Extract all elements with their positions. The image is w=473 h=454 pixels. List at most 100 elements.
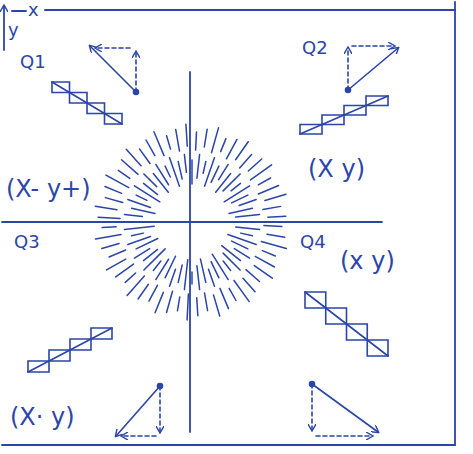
vector-arrow [116, 386, 160, 436]
vector-dot [158, 384, 163, 389]
radial-dash [126, 149, 141, 165]
radial-dash [165, 166, 170, 177]
component-arrow [311, 384, 313, 430]
radial-dash [216, 174, 231, 193]
radial-dash [95, 206, 117, 210]
radial-dash [240, 155, 252, 168]
quadrant-label: Q1 [20, 52, 46, 72]
staircase [305, 292, 388, 356]
radial-dash [153, 174, 168, 193]
radial-dash [156, 164, 169, 184]
radial-dash [232, 241, 248, 249]
radial-dash [212, 128, 219, 153]
component-arrow [159, 386, 161, 432]
radial-dash [125, 273, 135, 282]
radial-dash [258, 178, 270, 185]
radial-dash [239, 200, 256, 206]
radial-dash [134, 249, 149, 259]
radial-dash [230, 221, 254, 223]
radial-dash [178, 162, 182, 180]
staircase [52, 82, 122, 124]
staircase [28, 328, 112, 372]
radial-dash [195, 132, 197, 150]
radial-dash [222, 246, 241, 261]
vector-dot [310, 382, 315, 387]
radial-dash [204, 293, 207, 311]
radial-dash [228, 235, 256, 245]
axis-label: y [8, 20, 19, 40]
radial-dash [165, 256, 175, 278]
staircase [28, 328, 112, 372]
vector-arrow [312, 384, 378, 432]
axis-label: x [28, 0, 39, 20]
radial-dash [184, 154, 186, 172]
quadrant-label: Q4 [300, 232, 326, 252]
radial-dash [132, 233, 144, 236]
radial-dash [116, 264, 134, 277]
radial-dash [254, 266, 272, 279]
staircase-diagonal [28, 328, 112, 372]
radial-dash [167, 291, 173, 312]
radial-dash [154, 132, 164, 156]
radial-dash [250, 165, 271, 180]
radial-dash [170, 269, 176, 286]
staircase [300, 96, 388, 134]
coordinate-sign-label: (x y) [340, 248, 395, 274]
radial-dash [118, 170, 129, 178]
radial-dash [155, 292, 163, 312]
radial-dash [209, 269, 215, 286]
radial-dash [176, 129, 180, 151]
component-arrow [96, 47, 130, 49]
staircase-diagonal [305, 292, 388, 356]
radial-dash [200, 259, 205, 282]
radial-dash [223, 174, 240, 191]
radial-dash [211, 166, 219, 182]
coordinate-sign-label: (X· y) [10, 404, 75, 430]
radial-dash [229, 288, 236, 300]
radial-dash [130, 221, 148, 223]
radial-dash [191, 272, 193, 284]
radial-dash [267, 234, 285, 237]
radial-dash [262, 251, 275, 256]
radial-dash [149, 285, 158, 301]
component-arrow [347, 48, 349, 90]
radial-dash [128, 237, 151, 245]
vector-arrow [90, 46, 136, 92]
radial-dash [156, 259, 169, 279]
vector-arrow [348, 48, 398, 90]
radial-dash [197, 154, 200, 178]
radial-dash [234, 280, 249, 301]
radial-dash [263, 206, 281, 209]
radial-dash [264, 225, 282, 227]
radial-dash [132, 208, 155, 213]
radial-dash [231, 183, 240, 190]
radial-dash [236, 142, 249, 160]
radial-dash [221, 139, 226, 152]
radial-dash [184, 260, 187, 290]
radial-dash [248, 159, 261, 171]
radial-dash [146, 140, 155, 156]
radial-dash [229, 208, 252, 213]
component-arrow [352, 45, 394, 47]
radial-dash [105, 198, 122, 203]
radial-dash [226, 139, 237, 158]
component-arrow [135, 52, 137, 92]
staircase [52, 82, 122, 124]
radial-dash [122, 160, 138, 175]
radial-dash [197, 266, 200, 290]
staircase-diagonal [300, 96, 388, 134]
radial-dash [197, 298, 198, 316]
quadrant-label: Q2 [302, 38, 328, 58]
radial-dash [105, 187, 122, 194]
quadrant-label: Q3 [14, 232, 40, 252]
component-arrow [122, 435, 156, 437]
radial-dash [102, 243, 119, 248]
radial-dash [98, 217, 120, 218]
radial-dash [232, 195, 248, 203]
radial-dash [178, 265, 182, 283]
radial-dash [203, 162, 206, 174]
radial-dash [144, 249, 165, 270]
radial-dash [223, 253, 240, 270]
radial-dash [241, 233, 253, 236]
staircase [305, 292, 388, 356]
